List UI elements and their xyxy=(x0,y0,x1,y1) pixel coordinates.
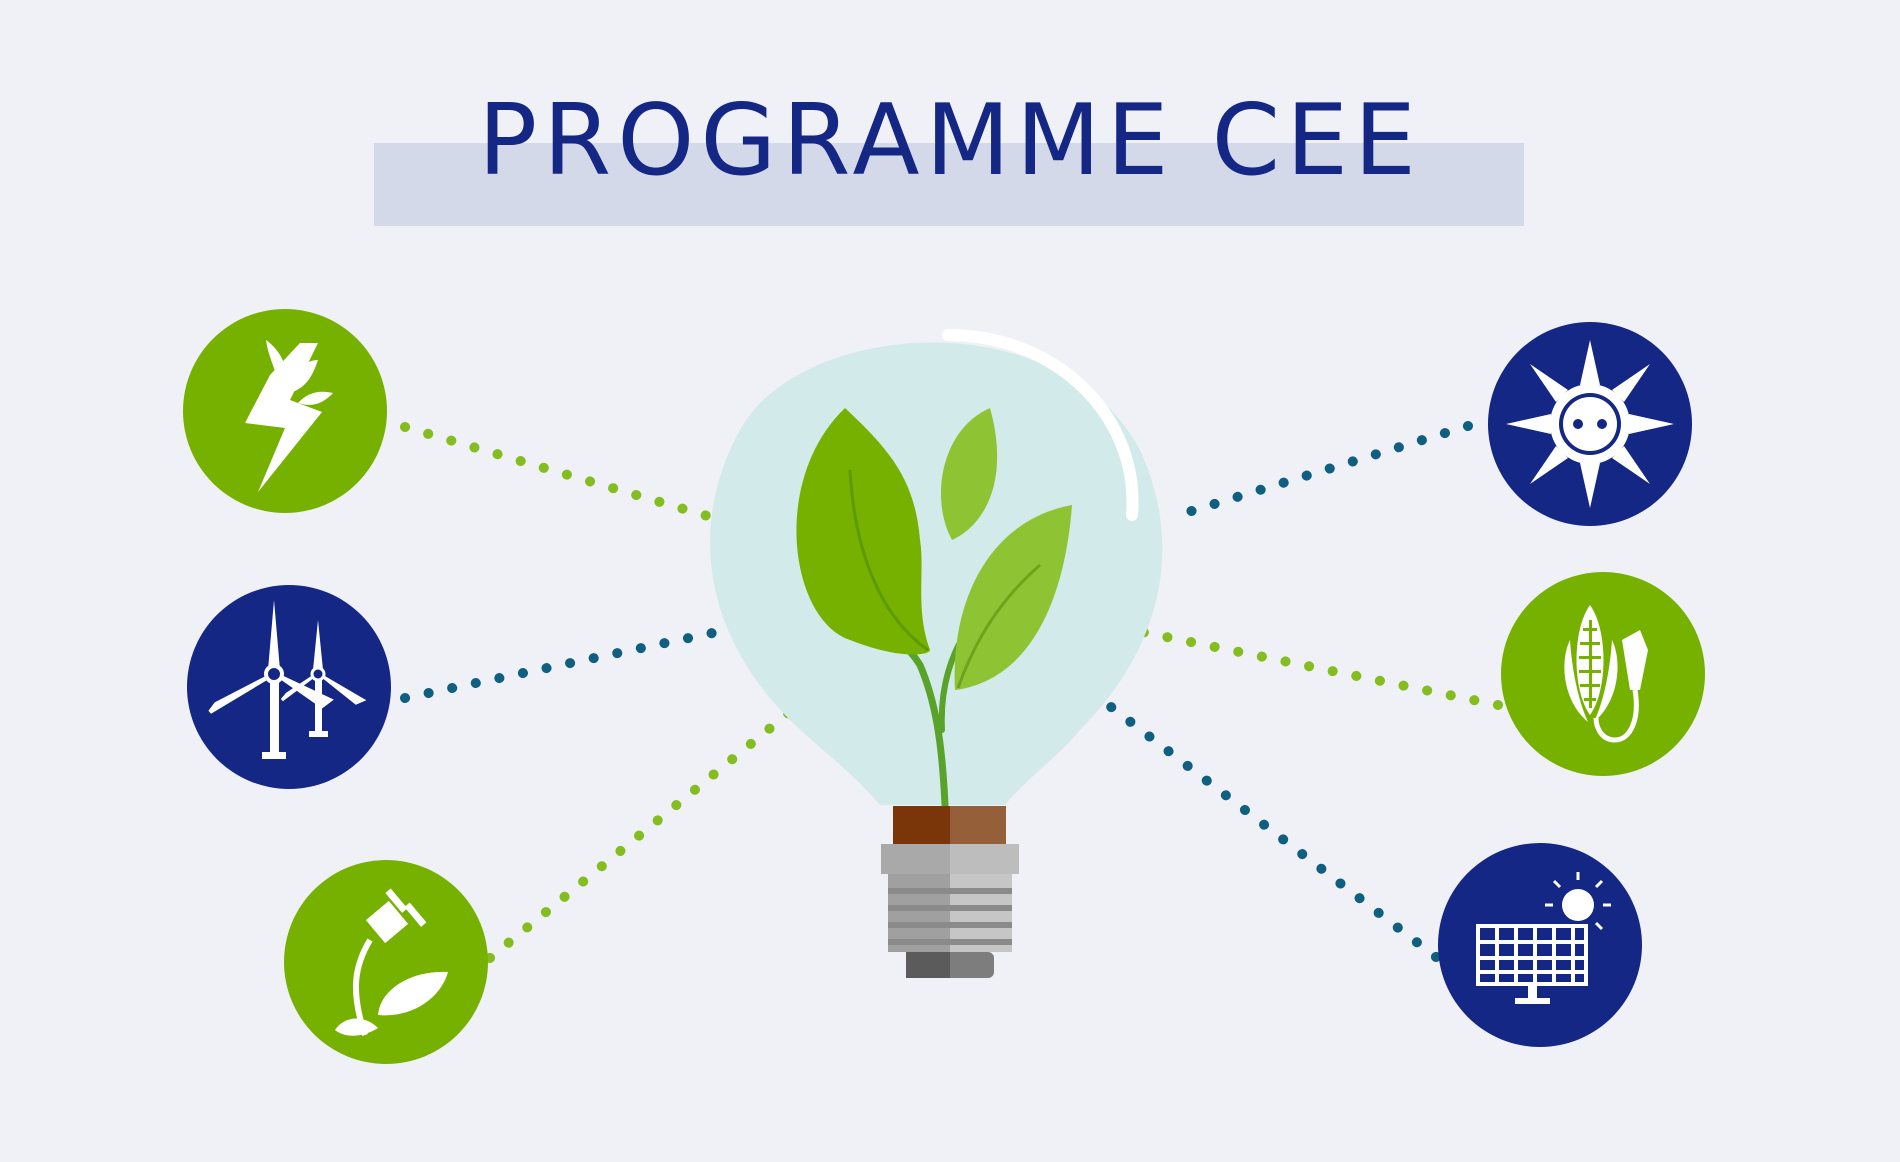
node-wind-turbines xyxy=(187,585,391,789)
connector-solar-panel xyxy=(1097,695,1441,962)
node-green-electricity xyxy=(183,309,387,513)
soil-right xyxy=(950,806,1006,844)
soil-left xyxy=(893,806,950,844)
base-tip-shade xyxy=(906,952,950,978)
biofuel-corn-icon xyxy=(1564,605,1648,743)
wind-turbines-circle xyxy=(187,585,391,789)
eco-plug-circle xyxy=(284,860,488,1064)
node-solar-outlet xyxy=(1488,322,1692,526)
node-eco-plug xyxy=(284,860,488,1064)
connector-eco-plug xyxy=(485,692,813,963)
title-band xyxy=(374,143,1524,226)
bulb-highlight xyxy=(942,329,1139,521)
base-collar-shade xyxy=(881,844,950,874)
page-title: PROGRAMME CEE xyxy=(478,84,1422,198)
connector-solar-outlet xyxy=(1167,421,1473,522)
small-leaf-top xyxy=(940,408,998,540)
leaf-vein-right xyxy=(956,563,1041,689)
solar-panel-icon xyxy=(1476,872,1611,1004)
big-leaf-right xyxy=(954,505,1072,690)
wind-turbines-icon xyxy=(208,600,367,759)
node-solar-panel xyxy=(1438,843,1642,1047)
biofuel-corn-circle xyxy=(1501,572,1705,776)
eco-plug-icon xyxy=(335,888,448,1036)
big-leaf-left xyxy=(796,408,930,655)
connector-green-electricity xyxy=(400,422,733,527)
connector-wind-turbines xyxy=(400,619,760,703)
solar-outlet-icon xyxy=(1506,340,1674,508)
green-electricity-icon xyxy=(245,340,333,492)
connector-biofuel-corn xyxy=(1137,627,1503,710)
node-biofuel-corn xyxy=(1501,572,1705,776)
lightbulb-with-seedling-icon xyxy=(710,329,1163,978)
leaf-vein-left xyxy=(848,469,929,652)
screw-threads xyxy=(888,888,1012,945)
connectors xyxy=(400,421,1503,963)
